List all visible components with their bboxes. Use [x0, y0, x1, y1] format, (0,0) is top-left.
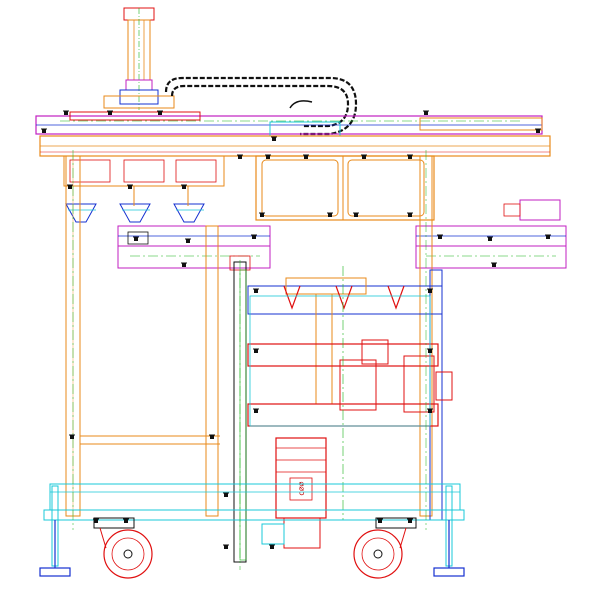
- leveling-foot-icon: [39, 520, 71, 577]
- left-side-conveyor: [117, 225, 271, 271]
- left-leveling-foot: [39, 520, 71, 577]
- right-caster: [353, 517, 417, 579]
- cable-chain: [164, 76, 358, 136]
- leveling-foot-icon: [433, 520, 465, 577]
- right-leveling-foot: [433, 520, 465, 577]
- cable-chain-icon: [164, 76, 358, 136]
- caster-wheel-icon: [353, 517, 417, 579]
- left-gripper-assembly: [63, 155, 225, 223]
- gripper-icon: [65, 203, 205, 223]
- top-traverse-rail: [35, 111, 551, 157]
- bolt-icon: [40, 110, 552, 550]
- gear-motor-icon: [261, 437, 327, 549]
- motor-nameplate-label: c∅∅: [297, 481, 306, 496]
- pneumatic-cylinder-icon: [103, 7, 175, 110]
- gantry-head: [247, 266, 453, 520]
- caster-wheel-icon: [93, 517, 153, 579]
- center-frame-windows: [255, 155, 435, 221]
- vertical-cylinder: [103, 7, 175, 110]
- main-frame: [65, 155, 443, 563]
- left-caster: [93, 517, 153, 579]
- gear-motor: c∅∅: [261, 437, 327, 549]
- bottom-frame: [43, 483, 465, 567]
- centerlines: [72, 150, 427, 570]
- right-side-conveyor: [415, 199, 567, 269]
